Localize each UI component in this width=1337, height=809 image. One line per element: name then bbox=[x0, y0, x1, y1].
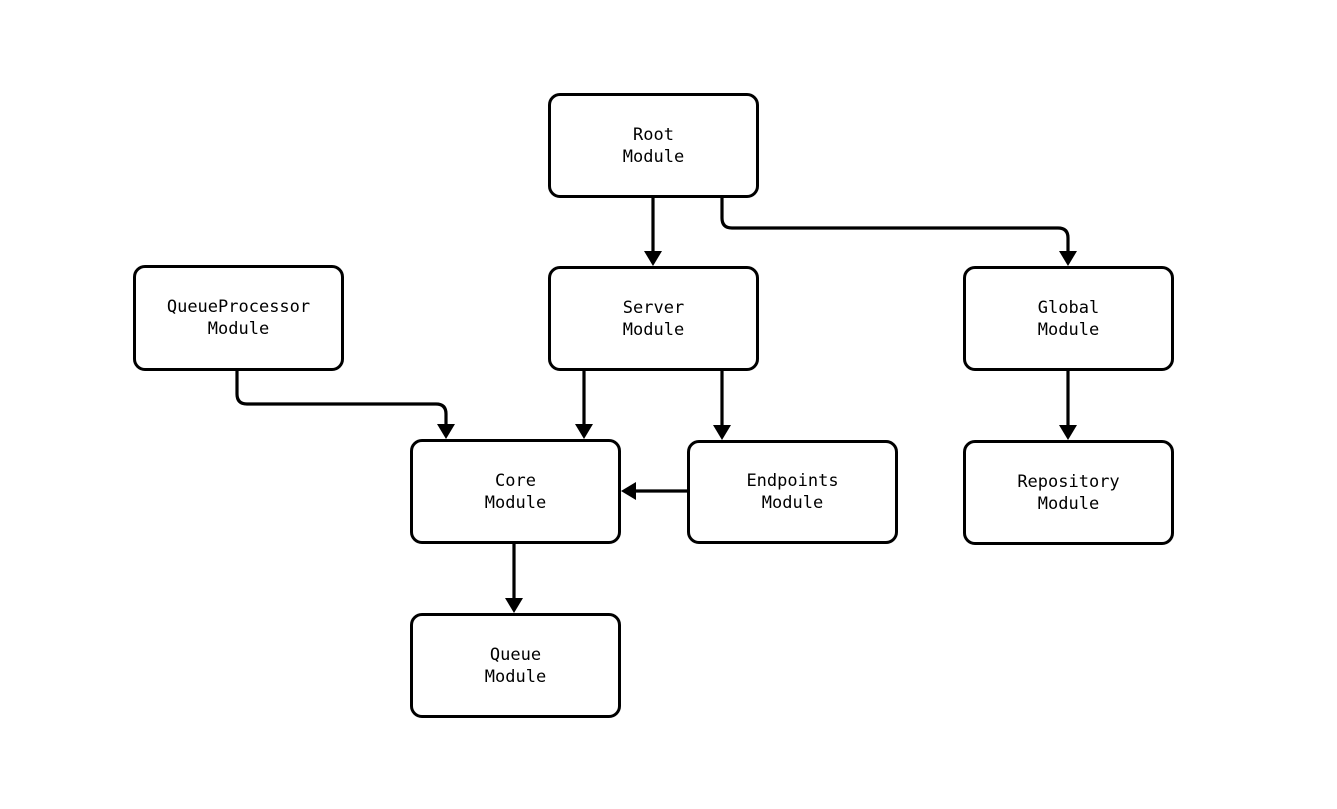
edge-queueprocessor-to-core bbox=[235, 371, 448, 425]
node-queueprocessor[interactable]: QueueProcessor Module bbox=[133, 265, 344, 371]
arrowhead-queueprocessor-to-core bbox=[437, 424, 455, 439]
arrowhead-global-to-repository bbox=[1059, 425, 1077, 440]
node-global[interactable]: Global Module bbox=[963, 266, 1174, 371]
node-repository[interactable]: Repository Module bbox=[963, 440, 1174, 545]
node-global-title: Global bbox=[1037, 297, 1100, 318]
arrowhead-server-to-endpoints bbox=[713, 425, 731, 440]
node-server-subtitle: Module bbox=[622, 319, 685, 340]
node-root-title: Root bbox=[633, 124, 674, 145]
arrowhead-core-to-queue bbox=[505, 598, 523, 613]
node-repository-subtitle: Module bbox=[1037, 493, 1100, 514]
node-queueprocessor-title: QueueProcessor bbox=[166, 297, 311, 317]
node-queue-title: Queue bbox=[489, 644, 542, 665]
node-endpoints-title: Endpoints bbox=[746, 471, 839, 491]
node-queueprocessor-subtitle: Module bbox=[207, 319, 270, 339]
arrowhead-server-to-core bbox=[575, 424, 593, 439]
node-core[interactable]: Core Module bbox=[410, 439, 621, 544]
node-root-subtitle: Module bbox=[622, 146, 685, 167]
node-endpoints[interactable]: Endpoints Module bbox=[687, 440, 898, 544]
node-endpoints-subtitle: Module bbox=[761, 493, 824, 513]
node-server-title: Server bbox=[622, 297, 685, 318]
node-core-subtitle: Module bbox=[484, 492, 547, 513]
node-queue-subtitle: Module bbox=[484, 666, 547, 687]
node-repository-title: Repository bbox=[1017, 471, 1120, 492]
node-core-title: Core bbox=[495, 470, 536, 491]
node-server[interactable]: Server Module bbox=[548, 266, 759, 371]
arrowhead-endpoints-to-core bbox=[621, 482, 636, 500]
node-root[interactable]: Root Module bbox=[548, 93, 759, 198]
edge-root-to-global bbox=[720, 198, 1070, 252]
node-queue[interactable]: Queue Module bbox=[410, 613, 621, 718]
arrowhead-root-to-server bbox=[644, 251, 662, 266]
node-global-subtitle: Module bbox=[1037, 319, 1100, 340]
arrowhead-root-to-global bbox=[1059, 251, 1077, 266]
